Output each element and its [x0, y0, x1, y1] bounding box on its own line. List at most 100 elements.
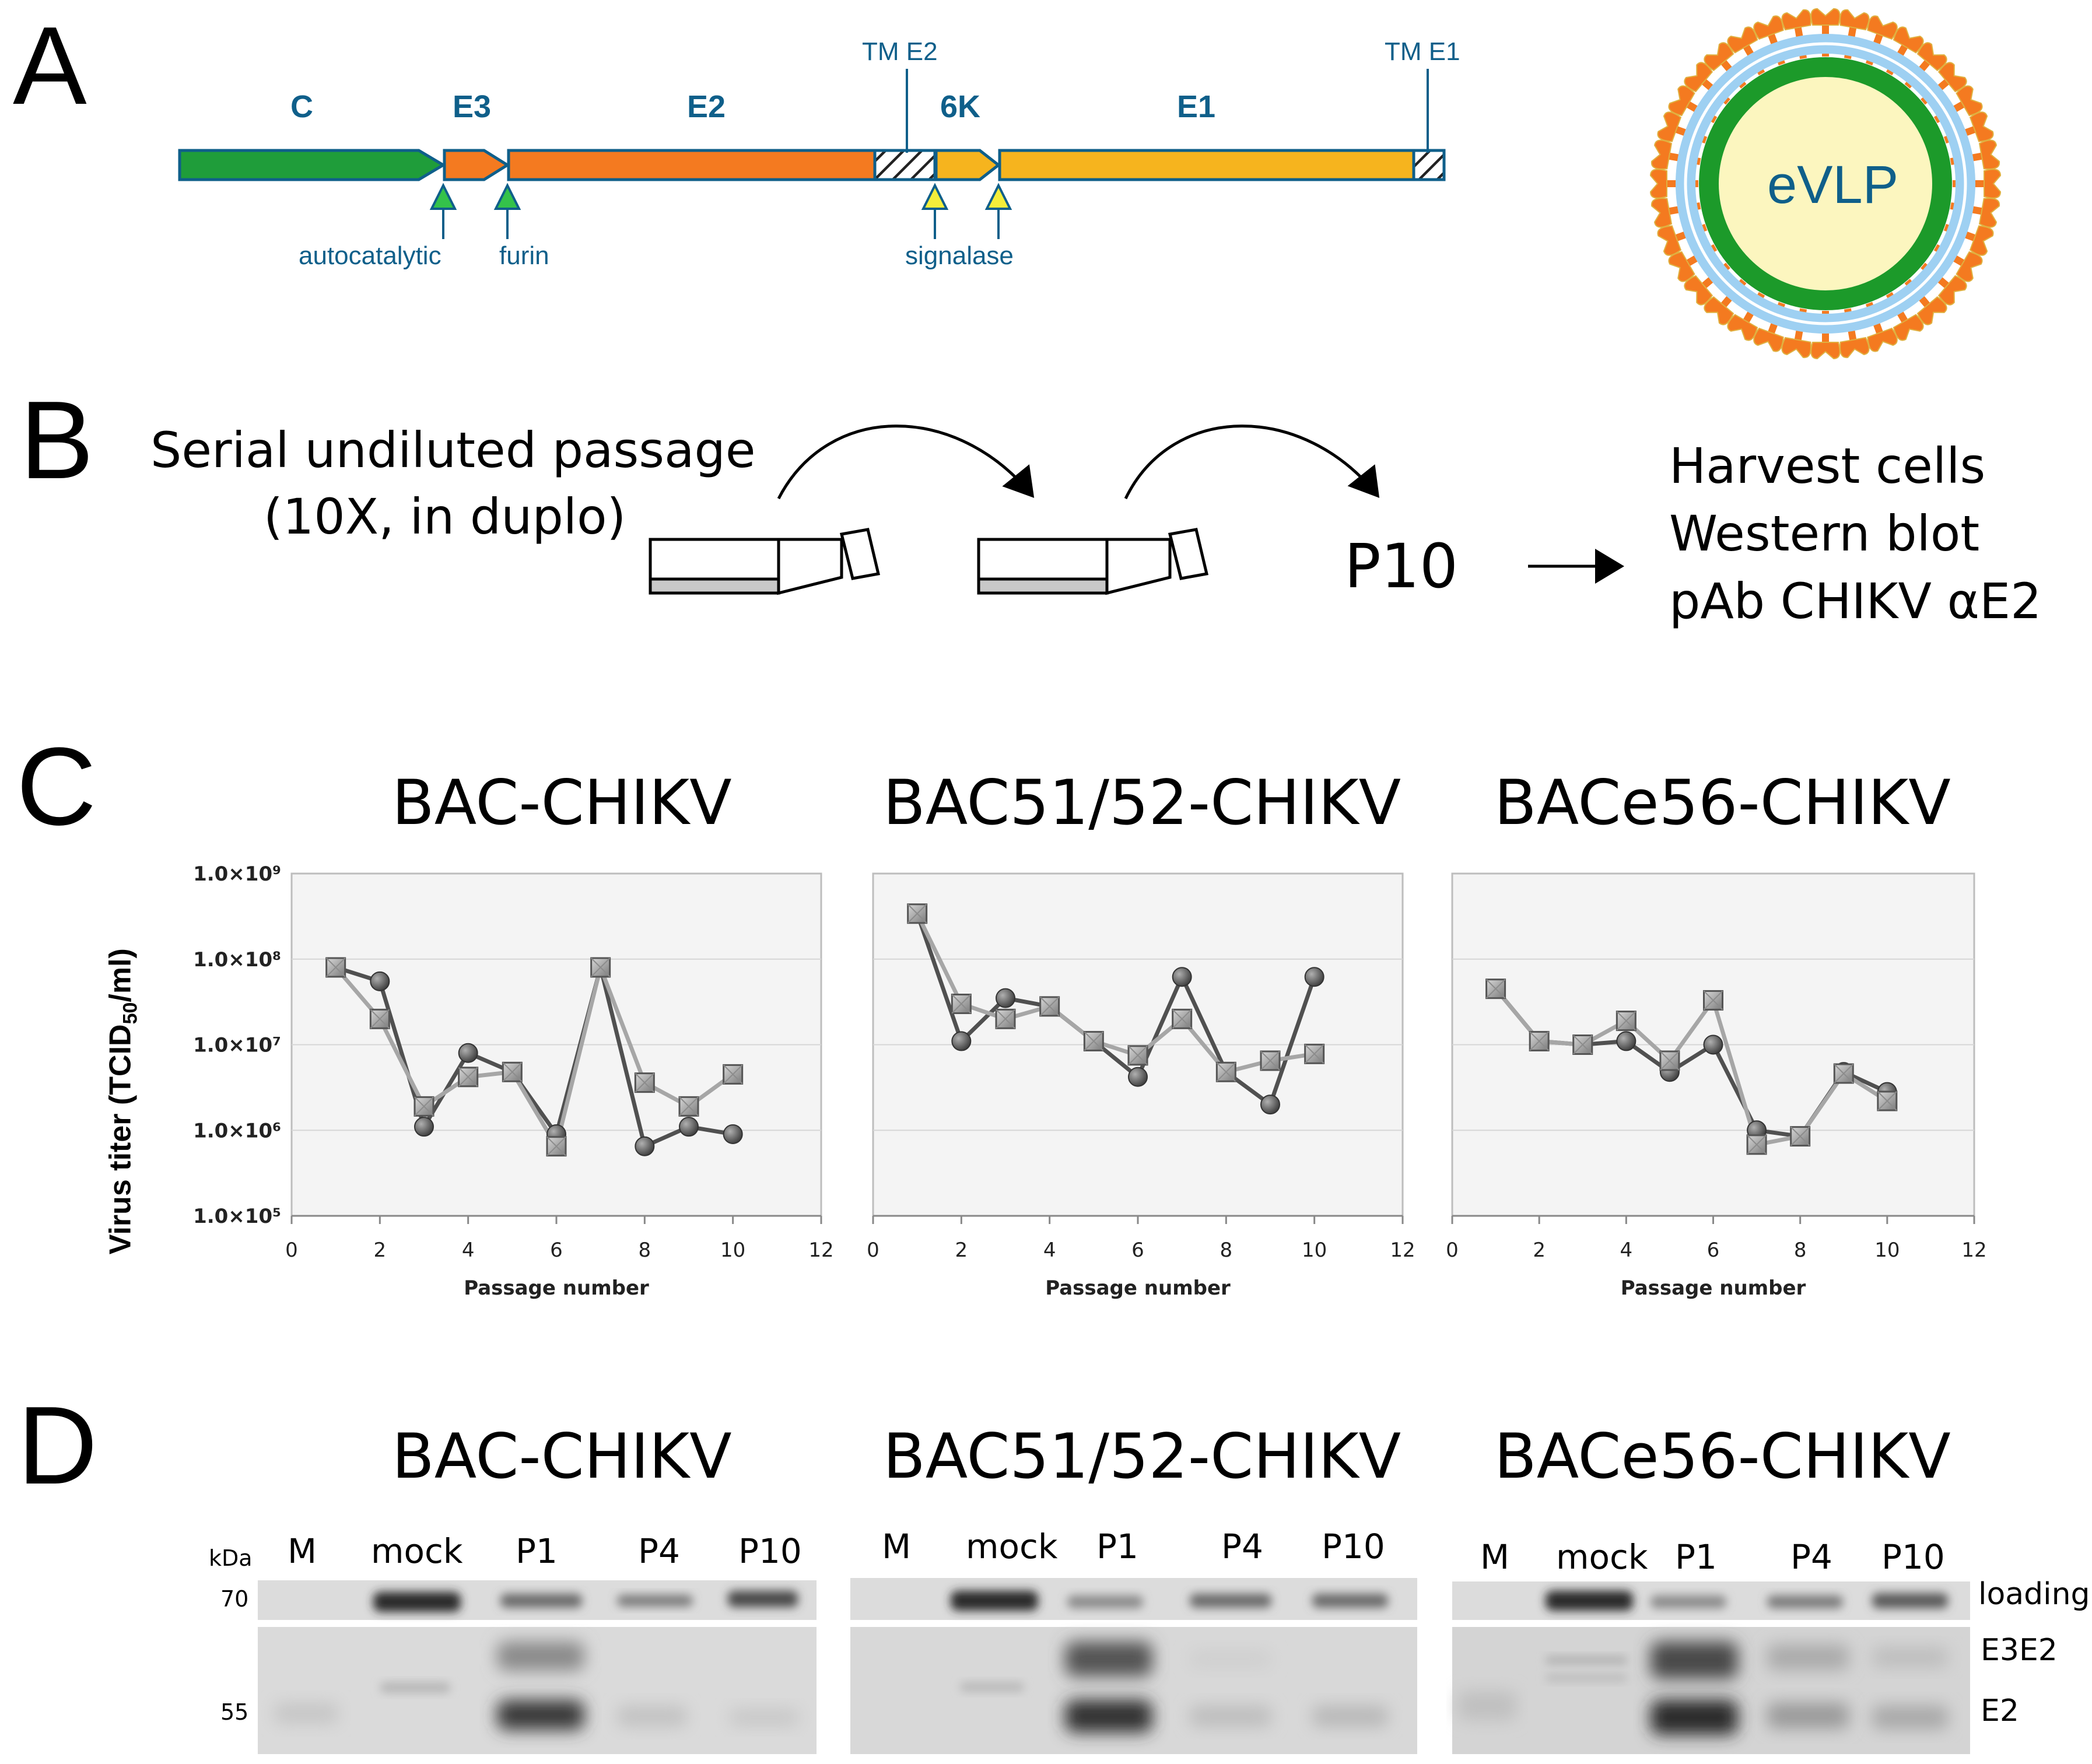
panel-letter-c: C: [16, 725, 97, 848]
blot-1-e2-bands: [274, 1642, 799, 1730]
x-tick-label: 4: [1620, 1239, 1633, 1262]
blot-3-lane-p4: P4: [1790, 1537, 1832, 1577]
data-point-square-facet: [1790, 1126, 1810, 1146]
data-point-square-facet: [951, 994, 972, 1014]
data-point-square-facet: [679, 1096, 699, 1117]
side-label-loading: loading: [1978, 1577, 2090, 1612]
blot-1: [258, 1580, 817, 1754]
site-label-autocatalytic: autocatalytic: [299, 241, 441, 270]
data-point-square-facet: [1485, 979, 1506, 999]
blot-2-lane-p1: P1: [1096, 1527, 1138, 1566]
x-tick-label: 4: [462, 1239, 475, 1262]
site-label-furin: furin: [499, 241, 549, 270]
blot-3: [1452, 1581, 1970, 1754]
western-line: Western blot: [1669, 505, 1980, 562]
x-tick-label: 10: [720, 1239, 745, 1262]
data-point-square-facet: [1039, 997, 1060, 1016]
data-point-square-facet: [590, 958, 611, 977]
x-tick-label: 2: [955, 1239, 968, 1262]
flask-2: [977, 528, 1209, 595]
y-tick-label: 1.0×10⁹: [193, 862, 281, 886]
blot-1-lane-m: M: [288, 1531, 317, 1571]
data-point-square-facet: [1529, 1031, 1549, 1051]
data-point-circle: [1304, 967, 1324, 987]
gene-e2-bar: [507, 149, 877, 181]
gene-label-e1: E1: [1177, 89, 1216, 124]
series-line: [1494, 987, 1888, 1147]
x-tick-label: 4: [1043, 1239, 1056, 1262]
series-line: [335, 965, 734, 1149]
blot-3-loading-bands: [1546, 1591, 1948, 1611]
gene-e3-arrow: [443, 149, 510, 181]
marker-55-label: 55: [220, 1699, 249, 1725]
blot-1-lane-p4: P4: [638, 1531, 680, 1571]
blot-2-lane-p4: P4: [1221, 1527, 1263, 1566]
x-tick-label: 10: [1302, 1239, 1327, 1262]
side-label-e2: E2: [1981, 1693, 2019, 1728]
marker-70-label: 70: [220, 1586, 249, 1612]
passage-arrow-1: [777, 425, 1035, 500]
data-point-square-facet: [1216, 1062, 1236, 1082]
data-point-circle: [723, 1124, 743, 1144]
blot-3-e2-bands: [1458, 1642, 1948, 1735]
y-tick-label: 1.0×10⁵: [193, 1205, 281, 1228]
passage-flasks-diagram: [649, 425, 1624, 595]
data-point-square-facet: [1877, 1091, 1897, 1111]
cleavage-signalase-1: [921, 183, 949, 239]
data-point-square-facet: [1304, 1044, 1324, 1064]
gene-6k-arrow: [934, 149, 1001, 181]
data-point-circle: [996, 988, 1015, 1008]
gene-c-arrow: [178, 149, 446, 181]
data-point-circle: [370, 971, 390, 991]
flask-1: [649, 528, 881, 595]
x-tick-label: 6: [1707, 1239, 1720, 1262]
passage-text-line1: Serial undiluted passage: [150, 422, 756, 479]
blot-2-lane-m: M: [882, 1527, 912, 1566]
data-point-square-facet: [1703, 990, 1723, 1011]
y-tick-label: 1.0×10⁶: [193, 1119, 281, 1142]
panel-letter-d: D: [17, 1384, 98, 1507]
gene-label-e3: E3: [453, 89, 492, 124]
data-point-square-facet: [1747, 1135, 1767, 1155]
series-line: [915, 913, 1315, 1074]
blot-1-lane-mock: mock: [371, 1531, 463, 1571]
passage-text-line2: (10X, in duplo): [264, 488, 626, 545]
gene-label-c: C: [290, 89, 313, 124]
x-tick-label: 8: [1220, 1239, 1233, 1262]
data-point-square-facet: [723, 1064, 743, 1085]
data-point-square-facet: [546, 1136, 566, 1156]
x-tick-label: 6: [550, 1239, 563, 1262]
passage-arrow-2: [1124, 425, 1380, 500]
data-point-square-facet: [1660, 1051, 1680, 1071]
data-point-square-facet: [370, 1009, 390, 1029]
blot-3-lane-mock: mock: [1556, 1537, 1648, 1577]
blot-3-title: BACe56-CHIKV: [1494, 1421, 1951, 1492]
x-tick-label: 2: [374, 1239, 387, 1262]
blot-2-e2-bands: [960, 1642, 1388, 1733]
blot-2-loading-bands: [951, 1591, 1388, 1611]
blot-1-title: BAC-CHIKV: [392, 1421, 732, 1492]
data-point-square-facet: [1616, 1011, 1637, 1031]
cleavage-furin: [493, 183, 521, 239]
data-point-square-facet: [1573, 1034, 1593, 1055]
data-point-square-facet: [1172, 1009, 1192, 1029]
blot-1-lane-p10: P10: [738, 1531, 802, 1571]
data-point-circle: [1260, 1095, 1280, 1115]
x-tick-label: 0: [285, 1239, 298, 1262]
data-point-square-facet: [907, 904, 927, 924]
panel-letter-a: A: [13, 4, 87, 128]
data-point-circle: [635, 1136, 655, 1156]
x-tick-label: 2: [1533, 1239, 1546, 1262]
tm-e1-label: TM E1: [1385, 37, 1460, 66]
harvest-line: Harvest cells: [1669, 437, 1986, 495]
blot-2: [850, 1578, 1417, 1754]
tm-e1-hatch: [1412, 149, 1446, 181]
chart-1-title: BAC-CHIKV: [392, 767, 732, 839]
x-tick-label: 8: [639, 1239, 651, 1262]
data-point-square-facet: [1128, 1046, 1148, 1065]
x-tick-label: 10: [1874, 1239, 1900, 1262]
